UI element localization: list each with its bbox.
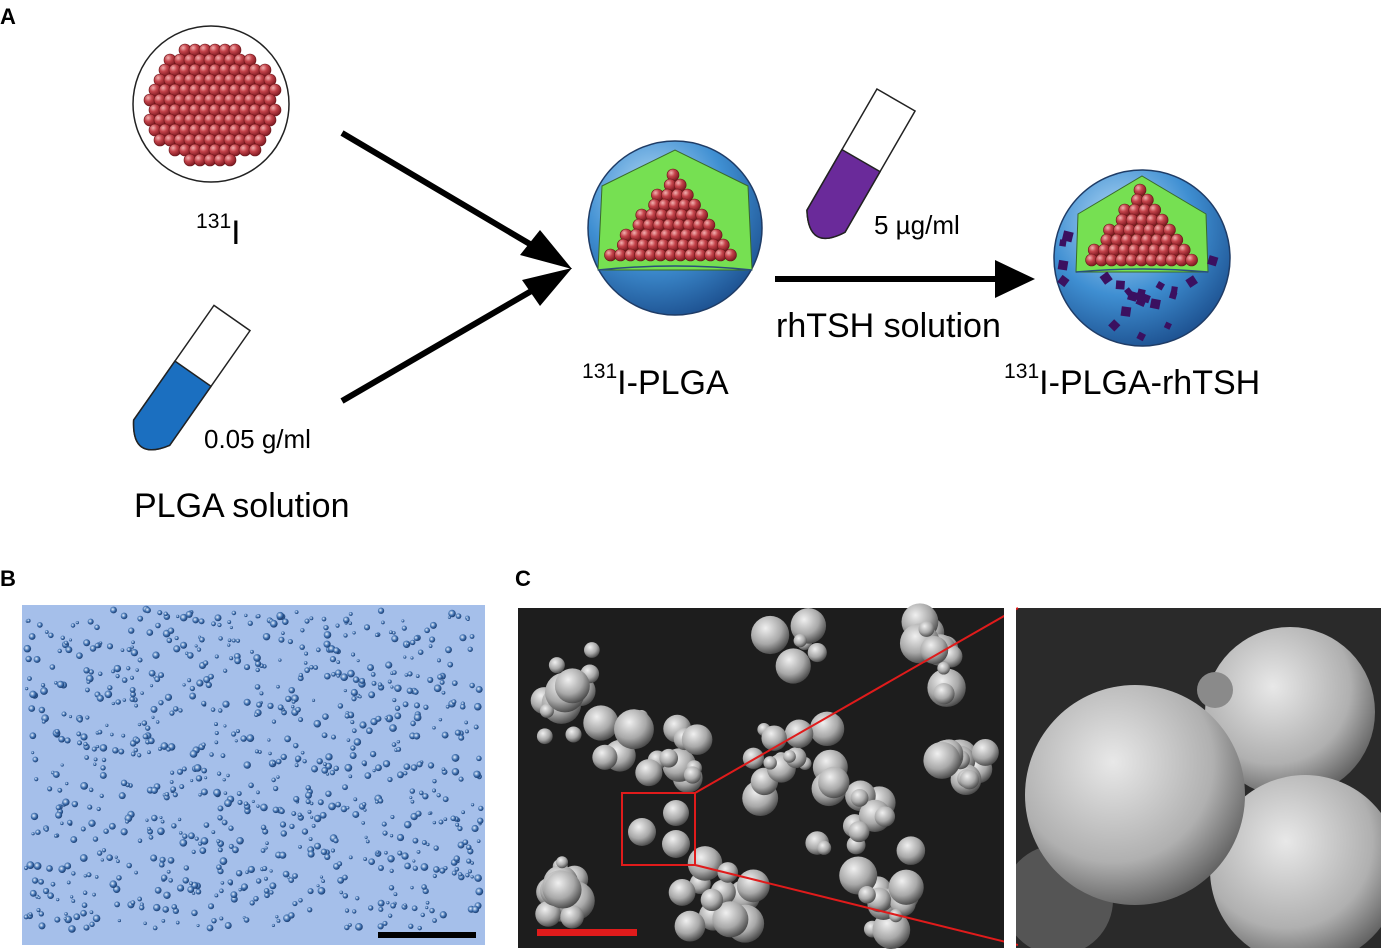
plga-tube [132, 304, 252, 451]
zoom-line-bottom [694, 864, 1019, 946]
iodine-label: 131I [196, 210, 241, 252]
iodine-beads [143, 43, 282, 167]
scale-bar-b [378, 932, 476, 938]
rhtsh-microsphere [1053, 169, 1231, 347]
scale-bar-c [537, 929, 637, 936]
panel-label-c: C [515, 566, 531, 591]
plga-product-label: 131I-PLGA [582, 360, 729, 402]
sem-zoom [1016, 608, 1381, 948]
optical-particles [23, 605, 484, 933]
zoom-line-top [694, 607, 1019, 794]
rhtsh-tube [806, 87, 917, 240]
panel-label-a: A [0, 4, 16, 29]
rhtsh-core-beads [1085, 183, 1198, 267]
panel-divider [1004, 608, 1016, 948]
plga-conc-label: 0.05 g/ml [204, 424, 311, 454]
rhtsh-solution-label: rhTSH solution [776, 307, 1001, 345]
rhtsh-conc-label: 5 µg/ml [874, 210, 960, 240]
optical-micrograph [22, 605, 485, 945]
final-product-label: 131I-PLGA-rhTSH [1004, 360, 1261, 402]
sem-overview [518, 603, 1004, 949]
plga-core-beads [604, 168, 737, 262]
arrow-plga-to-final [775, 260, 1035, 298]
plga-solution-label: PLGA solution [134, 487, 350, 525]
plga-microsphere [587, 140, 763, 316]
panel-label-b: B [0, 566, 16, 591]
arrow-iodine-to-plga [340, 130, 572, 269]
rhtsh-cargo [1057, 230, 1219, 342]
iodine-dish [132, 25, 290, 183]
zoom-box [621, 792, 696, 866]
arrow-plga-solution-to-plga [340, 268, 572, 404]
sem-particles [530, 603, 999, 949]
